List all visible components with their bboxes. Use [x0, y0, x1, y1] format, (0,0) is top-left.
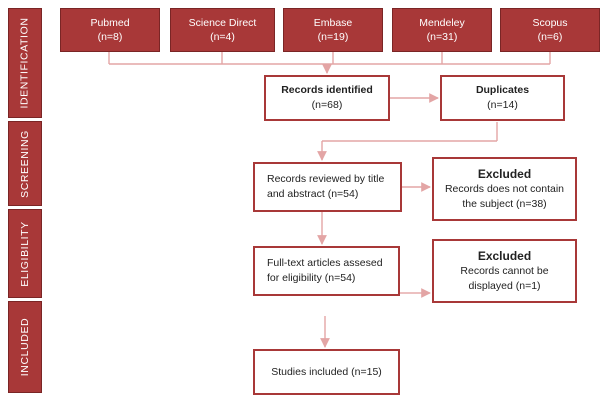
- source-embase: Embase (n=19): [283, 8, 383, 52]
- excluded-eligibility-box: Excluded Records cannot be displayed (n=…: [432, 239, 577, 303]
- phase-included: INCLUDED: [8, 301, 42, 393]
- studies-included-box: Studies included (n=15): [253, 349, 400, 395]
- records-reviewed-box: Records reviewed by title and abstract (…: [253, 162, 402, 212]
- excluded-screening-box: Excluded Records does not contain the su…: [432, 157, 577, 221]
- source-science-direct: Science Direct (n=4): [170, 8, 275, 52]
- phase-screening: SCREENING: [8, 121, 42, 206]
- phase-identification: IDENTIFICATION: [8, 8, 42, 118]
- source-scopus: Scopus (n=6): [500, 8, 600, 52]
- phase-eligibility: ELIGIBILITY: [8, 209, 42, 298]
- source-pubmed: Pubmed (n=8): [60, 8, 160, 52]
- duplicates-box: Duplicates (n=14): [440, 75, 565, 121]
- fulltext-articles-box: Full-text articles assesed for eligibili…: [253, 246, 400, 296]
- records-identified-box: Records identified (n=68): [264, 75, 390, 121]
- source-mendeley: Mendeley (n=31): [392, 8, 492, 52]
